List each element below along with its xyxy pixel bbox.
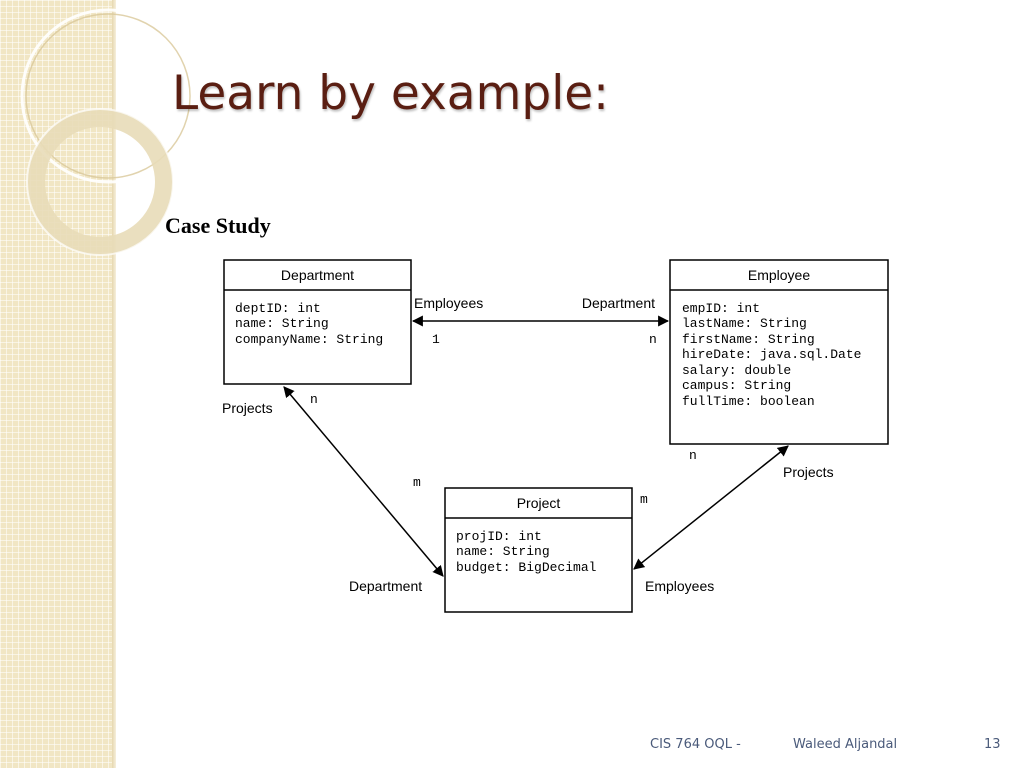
role-label: Department <box>582 295 655 311</box>
project-attribute: name: String <box>456 544 550 559</box>
role-label: Projects <box>783 464 834 480</box>
multiplicity-label: 1 <box>432 332 440 347</box>
slide-subtitle: Case Study <box>165 213 271 238</box>
project-class: Project projID: int name: String budget:… <box>444 487 633 613</box>
multiplicity-label: n <box>689 448 697 463</box>
sidebar-edge <box>112 0 116 768</box>
employee-attribute: empID: int <box>682 301 760 316</box>
employee-class: Employee empID: int lastName: String fir… <box>669 259 889 445</box>
role-label: Employees <box>414 295 483 311</box>
project-class-name: Project <box>517 495 561 511</box>
department-class-name: Department <box>281 267 354 283</box>
slide-title: Learn by example: <box>172 66 610 121</box>
footer-course: CIS 764 OQL - <box>650 737 741 752</box>
multiplicity-label: m <box>640 492 648 507</box>
role-label: Employees <box>645 578 714 594</box>
employee-attribute: salary: double <box>682 363 791 378</box>
department-attribute: companyName: String <box>235 332 383 347</box>
project-attribute: budget: BigDecimal <box>456 560 597 575</box>
decorative-circles <box>20 8 196 256</box>
department-attribute: name: String <box>235 316 329 331</box>
employee-attribute: lastName: String <box>682 316 807 331</box>
role-label: Projects <box>222 400 273 416</box>
multiplicity-label: n <box>310 392 318 407</box>
department-class: Department deptID: int name: String comp… <box>223 259 412 385</box>
project-attribute: projID: int <box>456 529 542 544</box>
multiplicity-label: m <box>413 475 421 490</box>
association-emp-proj <box>633 445 789 570</box>
employee-attribute: firstName: String <box>682 332 815 347</box>
footer-author: Waleed Aljandal <box>793 737 898 752</box>
footer-page-number: 13 <box>984 737 1001 752</box>
department-attribute: deptID: int <box>235 301 321 316</box>
role-label: Department <box>349 578 422 594</box>
employee-attribute: campus: String <box>682 378 791 393</box>
association-dept-proj <box>283 386 444 577</box>
multiplicity-label: n <box>649 332 657 347</box>
employee-attribute: hireDate: java.sql.Date <box>682 347 861 362</box>
employee-class-name: Employee <box>748 267 810 283</box>
employee-attribute: fullTime: boolean <box>682 394 815 409</box>
